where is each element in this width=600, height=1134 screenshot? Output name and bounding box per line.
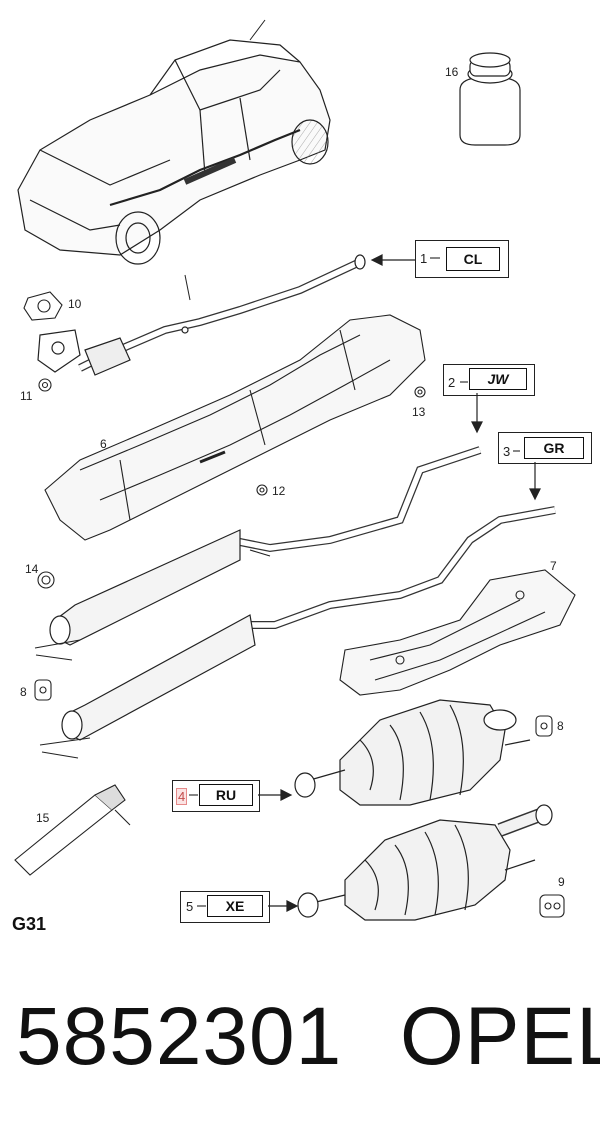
part-label-12: 12 (272, 484, 286, 498)
code-box-jw: JW (469, 368, 527, 390)
callout-number: 3 (503, 444, 511, 459)
part-label-14: 14 (25, 562, 39, 576)
clamp-14 (37, 571, 55, 589)
part-label-16: 16 (445, 65, 459, 79)
gasket-10 (23, 291, 63, 321)
callout-frame (172, 780, 260, 812)
nut-13 (414, 386, 426, 398)
part-label-15: 15 (36, 811, 50, 825)
part-label-13: 13 (412, 405, 426, 419)
callout-arrows (258, 254, 541, 912)
sealant-bottle (459, 52, 521, 146)
code-box-cl: CL (446, 247, 500, 271)
group-code: G31 (12, 914, 47, 934)
callout-number: 5 (186, 899, 194, 914)
callout-frame (180, 891, 270, 923)
code-box-ru: RU (199, 784, 253, 806)
callout-number: 1 (420, 251, 428, 266)
rear-muffler-ru (294, 699, 531, 806)
rear-muffler-xe (297, 804, 553, 921)
callout-dashes (189, 257, 520, 907)
part-label-6: 6 (100, 437, 107, 451)
rubber-mount-8-left (34, 679, 52, 701)
rubber-mount-9 (539, 894, 565, 918)
part-label-9: 9 (558, 875, 565, 889)
callout-frame (443, 364, 535, 396)
middle-pipe-jw (34, 446, 482, 661)
callout-number: 2 (448, 375, 456, 390)
brand-name: OPEL (400, 991, 600, 1082)
code-box-gr: GR (524, 437, 584, 459)
exhaust-system-diagram (14, 19, 576, 921)
nut-12 (256, 484, 268, 496)
heat-shield-front (44, 314, 426, 541)
part-number: 5852301 (16, 991, 343, 1082)
part-label-10: 10 (68, 297, 82, 311)
part-label-7: 7 (550, 559, 557, 573)
heat-shield-rear (339, 569, 576, 696)
front-pipe-catalytic-converter (37, 254, 366, 376)
callout-frame (498, 432, 592, 464)
car-illustration (17, 19, 331, 265)
tool-15 (14, 784, 131, 876)
middle-pipe-gr (39, 506, 556, 759)
callout-number: 4 (176, 788, 188, 805)
rubber-mount-8-right (535, 715, 553, 737)
part-label-8-right: 8 (557, 719, 564, 733)
callout-frame (415, 240, 509, 278)
part-label-11: 11 (20, 389, 33, 403)
nut-11 (38, 378, 52, 392)
code-box-xe: XE (207, 895, 263, 917)
part-label-8-left: 8 (20, 685, 27, 699)
